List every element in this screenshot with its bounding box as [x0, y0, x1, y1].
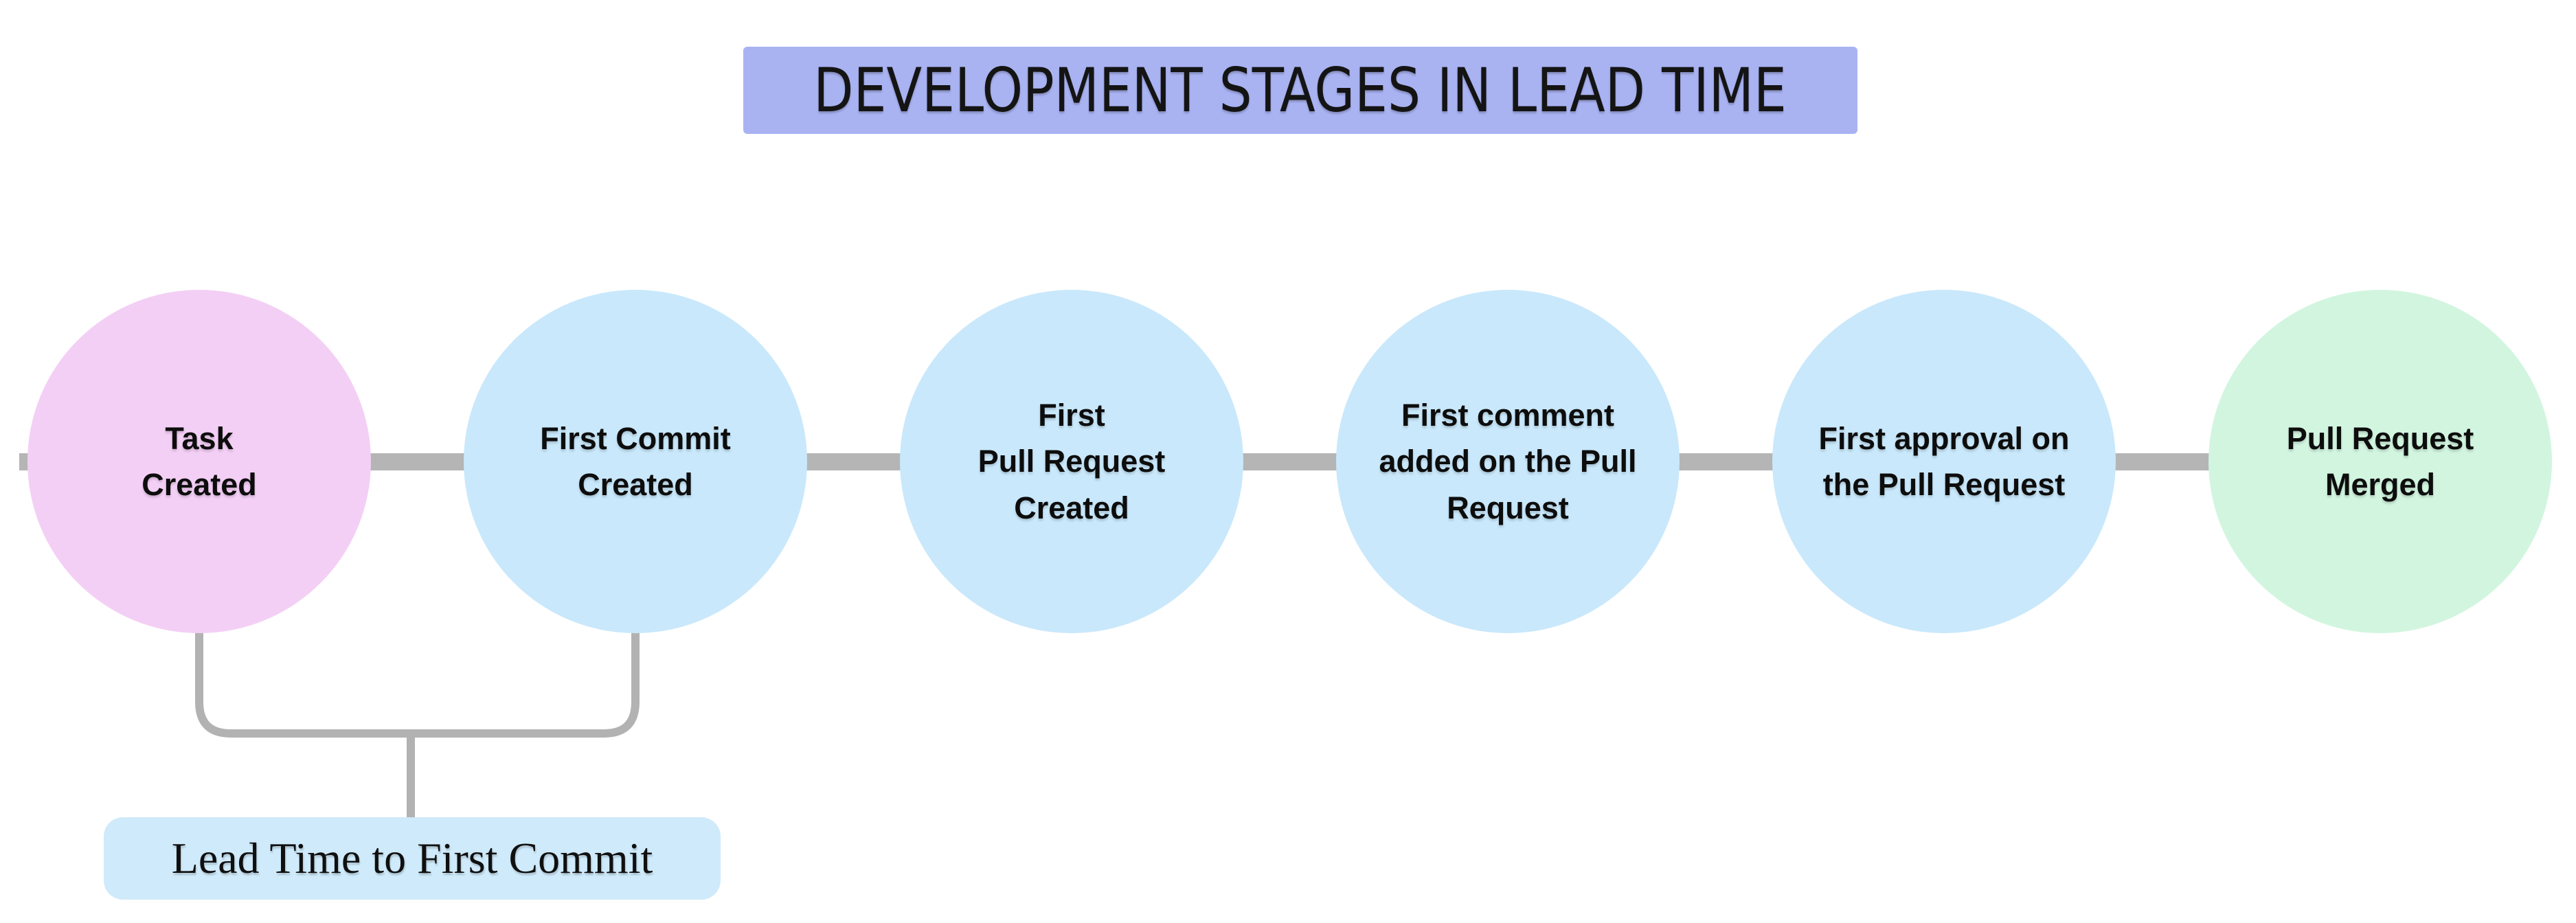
- stage-label: First approval on the Pull Request: [1818, 420, 2070, 503]
- stage-label: Pull Request Merged: [2286, 420, 2474, 503]
- stage-node-task-created: Task Created: [27, 290, 371, 633]
- stage-node-first-approval: First approval on the Pull Request: [1772, 290, 2116, 633]
- stage-label: First Commit Created: [540, 420, 731, 503]
- stage-label: First comment added on the Pull Request: [1379, 397, 1637, 525]
- stage-node-first-pull-request-created: First Pull Request Created: [900, 290, 1243, 633]
- title-text: DEVELOPMENT STAGES IN LEAD TIME: [813, 55, 1787, 126]
- stage-label: Task Created: [142, 420, 257, 503]
- title-banner: DEVELOPMENT STAGES IN LEAD TIME: [743, 47, 1857, 134]
- stage-node-first-commit-created: First Commit Created: [464, 290, 807, 633]
- stage-node-pull-request-merged: Pull Request Merged: [2208, 290, 2552, 633]
- stage-label: First Pull Request Created: [978, 397, 1166, 525]
- lead-time-label-text: Lead Time to First Commit: [171, 834, 653, 882]
- stage-node-first-comment-added: First comment added on the Pull Request: [1336, 290, 1680, 633]
- bracket-path: [195, 615, 640, 738]
- lead-time-label: Lead Time to First Commit: [104, 817, 721, 900]
